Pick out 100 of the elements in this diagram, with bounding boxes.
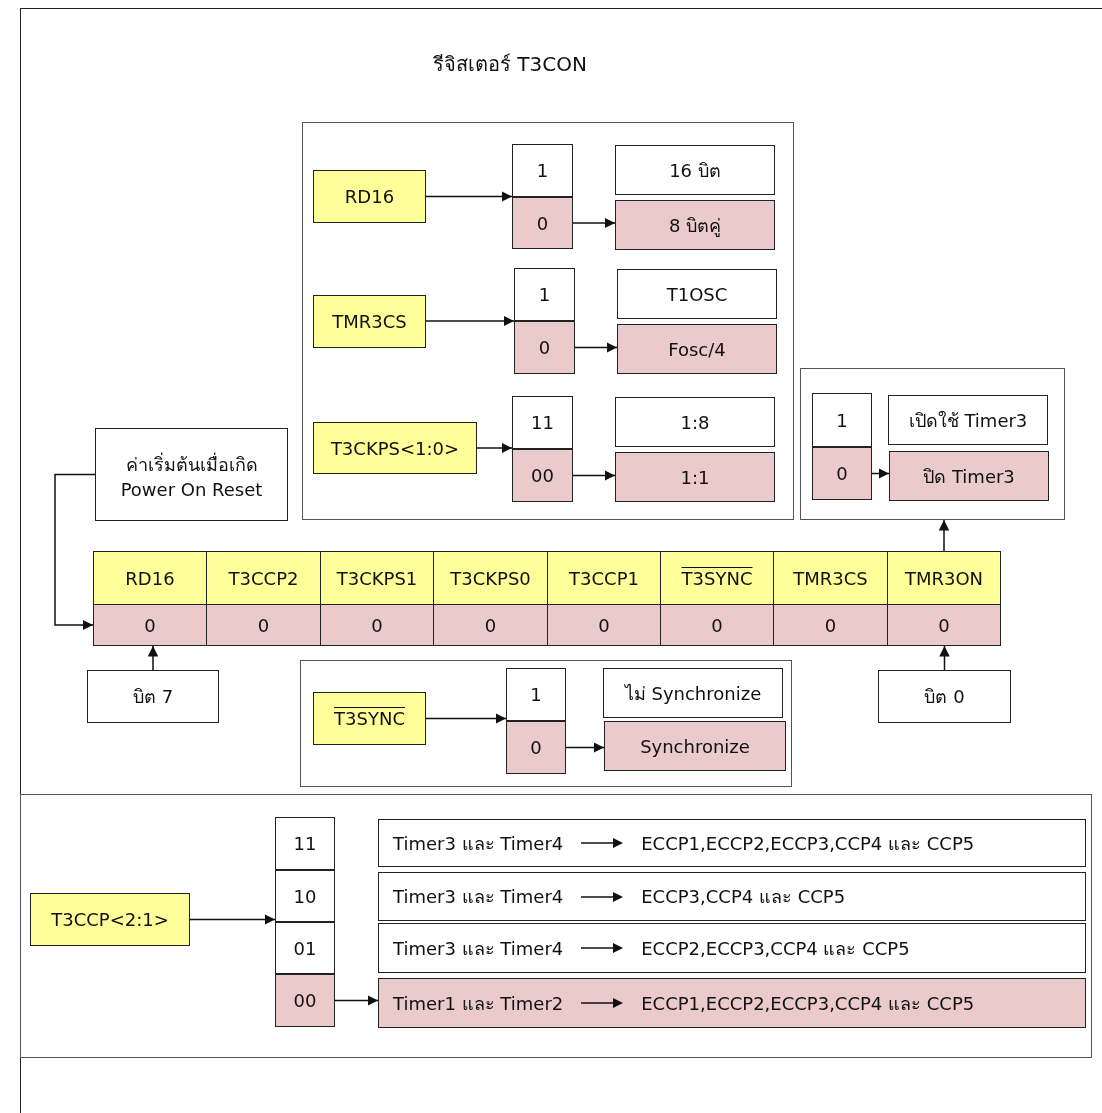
option-text: Timer3 และ Timer4 — [393, 831, 564, 856]
bit-value: 01 — [293, 937, 317, 959]
note-box — [878, 670, 1011, 723]
bit-name-box — [206, 551, 321, 605]
option-box — [615, 200, 775, 250]
bit-value: 1 — [836, 409, 848, 431]
bit-name: TMR3CS — [332, 311, 407, 332]
bit-name: T3CKPS<1:0> — [330, 437, 460, 459]
option-box — [889, 451, 1049, 501]
bit-name: T3SYNC — [681, 567, 753, 589]
option-box — [617, 324, 777, 374]
bit-name-box — [773, 551, 888, 605]
option-text: ECCP1,ECCP2,ECCP3,CCP4 และ CCP5 — [641, 991, 975, 1016]
option-text: ECCP3,CCP4 และ CCP5 — [641, 885, 846, 909]
arrow — [565, 742, 605, 753]
group-panel — [300, 660, 792, 787]
bit-name-box — [887, 551, 1001, 605]
bit-value-cell — [773, 604, 888, 646]
bit-value: 0 — [598, 614, 610, 636]
bit-value: 0 — [530, 737, 542, 758]
value-cell — [512, 197, 573, 249]
mode-row — [378, 923, 1086, 973]
bit-name-box — [93, 551, 207, 605]
bit-value-cell — [93, 604, 207, 646]
option-text: เปิดใช้ Timer3 — [908, 408, 1028, 433]
arrow — [425, 315, 515, 327]
bit-name: RD16 — [344, 186, 395, 207]
bit-value: 0 — [711, 614, 723, 636]
bit-value: 0 — [371, 614, 383, 636]
bit-name: T3SYNC — [334, 708, 405, 729]
bit-name-box — [313, 295, 426, 348]
value-cell — [275, 817, 335, 870]
bit-value: 0 — [836, 463, 848, 484]
arrow — [425, 713, 507, 724]
option-text: ปิด Timer3 — [923, 464, 1015, 489]
arrow — [54, 473, 96, 631]
note-text: ค่าเริ่มต้นเมื่อเกิด Power On Reset — [119, 451, 264, 500]
bit-value: 0 — [484, 614, 497, 636]
option-box — [603, 668, 783, 718]
option-text: ECCP2,ECCP3,CCP4 และ CCP5 — [641, 936, 910, 961]
option-text: Timer3 และ Timer4 — [393, 885, 564, 909]
option-text: 8 บิตคู่ — [668, 213, 722, 239]
value-cell — [275, 974, 335, 1027]
bit-value-cell — [547, 604, 661, 646]
bit-name: T3CCP2 — [228, 567, 299, 589]
option-box — [615, 397, 775, 447]
bit-value-cell — [660, 604, 774, 646]
value-cell — [812, 393, 872, 447]
bit-value: 1 — [530, 684, 542, 705]
arrow — [189, 914, 276, 925]
option-text: ไม่ Synchronize — [624, 681, 762, 706]
bit-value-cell — [206, 604, 321, 646]
group-panel — [20, 794, 1092, 1058]
option-box — [615, 452, 775, 502]
arrow — [334, 995, 379, 1006]
option-text: Fosc/4 — [668, 338, 726, 360]
value-cell — [506, 721, 566, 774]
bit-value: 11 — [293, 833, 317, 854]
note-box — [95, 428, 288, 521]
value-cell — [512, 144, 573, 197]
bit-name: T3CKPS0 — [450, 567, 531, 589]
bit-value: 0 — [824, 614, 837, 636]
bit-name-box — [313, 692, 426, 745]
arrow — [572, 217, 616, 229]
bit-value: 11 — [531, 412, 554, 433]
value-cell — [275, 922, 335, 974]
value-cell — [514, 268, 575, 321]
option-text: 1:8 — [680, 411, 710, 433]
group-panel — [800, 368, 1065, 520]
option-text: 1:1 — [680, 466, 710, 488]
bit-value-cell — [887, 604, 1001, 646]
value-cell — [506, 668, 566, 721]
option-text: 16 บิต — [669, 158, 721, 183]
option-text: บิต 0 — [924, 685, 965, 709]
bit-name-box — [313, 422, 477, 474]
bit-value: 00 — [531, 465, 554, 486]
bit-value-cell — [320, 604, 434, 646]
option-text: Synchronize — [640, 735, 750, 757]
diagram-title: รีจิสเตอร์ T3CON — [432, 51, 588, 78]
option-box — [888, 395, 1048, 445]
bit-value: 10 — [293, 885, 317, 907]
option-text: T1OSC — [666, 283, 728, 305]
arrow — [938, 519, 950, 552]
bit-name: T3CCP1 — [569, 567, 639, 589]
bit-name-box — [313, 170, 426, 223]
bit-name: TMR3ON — [904, 567, 984, 589]
option-box — [617, 269, 777, 319]
option-text: ECCP1,ECCP2,ECCP3,CCP4 และ CCP5 — [641, 831, 975, 856]
bit-value: 0 — [144, 614, 156, 636]
option-box — [615, 145, 775, 195]
bit-value: 0 — [536, 212, 549, 234]
option-text: บิต 7 — [132, 685, 174, 709]
arrow — [871, 468, 890, 479]
value-cell — [275, 870, 335, 922]
bit-name-box — [547, 551, 661, 605]
bit-value: 00 — [293, 990, 317, 1011]
option-text: Timer3 และ Timer4 — [393, 936, 564, 961]
arrow — [476, 442, 513, 454]
arrow — [572, 470, 616, 481]
bit-value: 1 — [536, 160, 549, 181]
